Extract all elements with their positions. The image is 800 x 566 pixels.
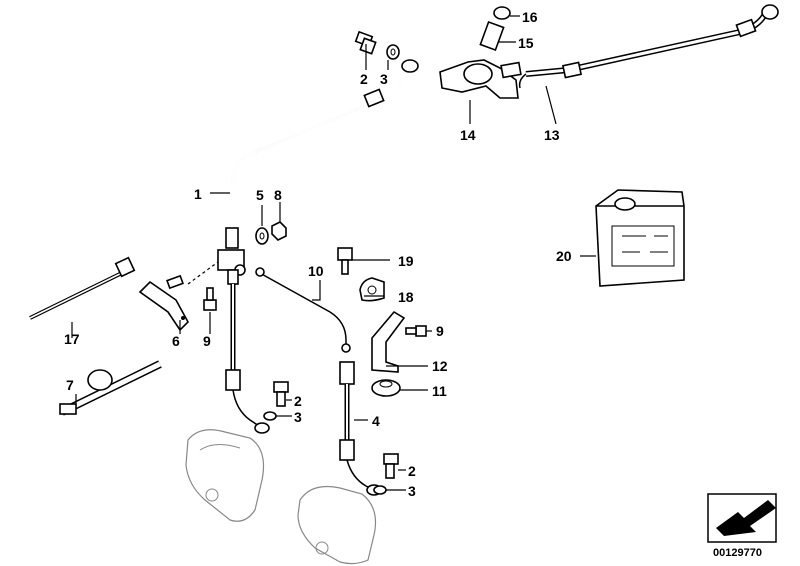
- label-3-low: 3: [408, 483, 416, 499]
- banjo-bolt-2-top[interactable]: [354, 30, 377, 55]
- label-15: 15: [518, 35, 534, 51]
- label-2-top: 2: [360, 71, 368, 87]
- label-8: 8: [274, 187, 282, 203]
- label-18: 18: [398, 289, 414, 305]
- brake-line-1[interactable]: [225, 59, 419, 252]
- t-piece-14[interactable]: [439, 59, 522, 99]
- label-13: 13: [544, 127, 560, 143]
- screw-9-left[interactable]: [203, 287, 217, 311]
- label-3-mid: 3: [294, 409, 302, 425]
- fluid-can-20[interactable]: [595, 189, 685, 287]
- clamp-18[interactable]: [359, 277, 385, 302]
- leader-lines: [71, 15, 596, 491]
- label-19: 19: [398, 253, 414, 269]
- label-14: 14: [460, 127, 476, 143]
- label-6: 6: [172, 333, 180, 349]
- label-11: 11: [432, 383, 447, 399]
- screw-9-right[interactable]: [405, 325, 427, 337]
- label-12: 12: [432, 358, 448, 374]
- label-16: 16: [522, 9, 538, 25]
- cable-tie-17[interactable]: [29, 256, 136, 320]
- label-7: 7: [66, 377, 74, 393]
- t-junction[interactable]: [217, 249, 270, 434]
- label-9-right: 9: [436, 323, 444, 339]
- label-2-low: 2: [408, 463, 416, 479]
- label-3-top: 3: [380, 71, 388, 87]
- caliper-right: [297, 485, 377, 565]
- nut-8[interactable]: [271, 221, 287, 241]
- washer-3-low[interactable]: [373, 485, 387, 495]
- bolt-19[interactable]: [337, 247, 353, 275]
- label-1: 1: [194, 186, 202, 202]
- label-10: 10: [308, 263, 324, 279]
- connector-15[interactable]: [479, 20, 505, 52]
- brake-line-10[interactable]: [255, 267, 351, 353]
- caliper-left: [185, 429, 265, 522]
- washer-3-top[interactable]: [386, 44, 400, 60]
- label-2-mid: 2: [294, 393, 302, 409]
- bracket-6[interactable]: [138, 274, 189, 332]
- catalog-badge: [707, 493, 777, 543]
- label-9-left: 9: [203, 333, 211, 349]
- grommet-11[interactable]: [371, 379, 401, 397]
- banjo-bolt-2-mid[interactable]: [273, 381, 289, 407]
- label-17: 17: [64, 331, 80, 347]
- banjo-bolt-2-low[interactable]: [383, 453, 399, 479]
- washer-5[interactable]: [255, 227, 269, 245]
- bracket-12[interactable]: [371, 310, 406, 373]
- label-4: 4: [372, 413, 380, 429]
- label-20: 20: [556, 248, 572, 264]
- cap-16[interactable]: [493, 6, 511, 20]
- label-5: 5: [256, 187, 264, 203]
- clip-7[interactable]: [59, 360, 162, 416]
- catalog-number: 00129770: [713, 547, 762, 559]
- washer-3-mid[interactable]: [263, 411, 277, 421]
- brake-line-13[interactable]: [518, 4, 779, 89]
